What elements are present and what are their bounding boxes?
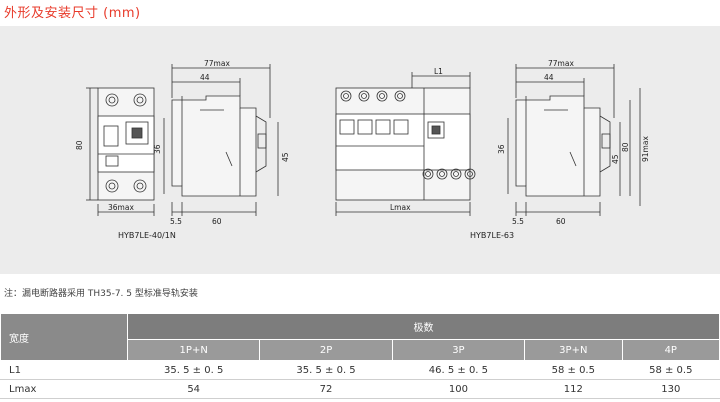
dim-h36-left: 36 xyxy=(153,144,162,154)
col-header: 1P+N xyxy=(126,339,261,361)
dim-w60-left: 60 xyxy=(212,217,222,226)
row-label: L1 xyxy=(0,360,128,380)
table-cell: 130 xyxy=(621,379,720,399)
model-label-right: HYB7LE-63 xyxy=(470,231,514,240)
dim-w60-right: 60 xyxy=(556,217,566,226)
table-cell: 58 ± 0.5 xyxy=(621,360,720,380)
dim-h91max: 91max xyxy=(641,136,650,162)
drawing-svg: 80 36max 77max xyxy=(75,59,650,240)
dim-h45-left: 45 xyxy=(281,152,290,162)
table-cell: 58 ± 0.5 xyxy=(524,360,623,380)
dim-h80-right: 80 xyxy=(621,142,630,152)
dim-w5-5-right: 5.5 xyxy=(512,217,524,226)
dim-w5-5-left: 5.5 xyxy=(170,217,182,226)
col-header: 3P+N xyxy=(524,339,623,361)
dim-h80-left: 80 xyxy=(75,140,84,150)
dimension-drawing: 80 36max 77max xyxy=(0,26,720,274)
dim-w44-left: 44 xyxy=(200,73,210,82)
mounting-note: 注：漏电断路器采用 TH35-7. 5 型标准导轨安装 xyxy=(4,289,198,299)
model-label-left: HYB7LE-40/1N xyxy=(118,231,176,240)
dim-L1: L1 xyxy=(434,67,443,76)
dim-h45-right: 45 xyxy=(611,154,620,164)
front-view-63 xyxy=(335,72,476,216)
dim-h36-right: 36 xyxy=(497,144,506,154)
table-cell: 35. 5 ± 0. 5 xyxy=(259,360,393,380)
col-header: 2P xyxy=(259,339,393,361)
table-cell: 72 xyxy=(259,379,393,399)
dimension-table: 宽度 极数 1P+N 2P 3P 3P+N 4P L1 35. 5 ± 0. 5… xyxy=(0,313,720,399)
front-view-40 xyxy=(86,87,155,216)
width-header: 宽度 xyxy=(0,313,128,361)
table-cell: 100 xyxy=(391,379,526,399)
dim-w44-right: 44 xyxy=(544,73,554,82)
col-header: 3P xyxy=(391,339,526,361)
table-row: Lmax 54 72 100 112 130 xyxy=(0,379,720,399)
dim-w36max: 36max xyxy=(108,203,134,212)
page-title: 外形及安装尺寸 (mm) xyxy=(4,6,141,21)
table-row: L1 35. 5 ± 0. 5 35. 5 ± 0. 5 46. 5 ± 0. … xyxy=(0,360,720,380)
row-label: Lmax xyxy=(0,379,128,399)
table-cell: 112 xyxy=(524,379,623,399)
dim-w77-left: 77max xyxy=(204,59,230,68)
side-view-40 xyxy=(163,64,279,216)
table-cell: 35. 5 ± 0. 5 xyxy=(126,360,261,380)
table-cell: 46. 5 ± 0. 5 xyxy=(391,360,526,380)
table-cell: 54 xyxy=(126,379,261,399)
dim-Lmax: Lmax xyxy=(390,203,411,212)
poles-header: 极数 xyxy=(127,313,720,340)
dim-w77-right: 77max xyxy=(548,59,574,68)
side-view-63 xyxy=(507,64,641,216)
col-header: 4P xyxy=(621,339,720,361)
